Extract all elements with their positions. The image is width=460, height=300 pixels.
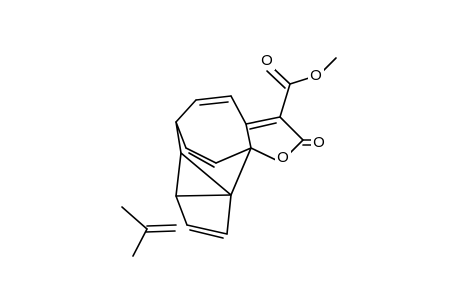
atom-methoxy-o: O	[310, 67, 322, 84]
bond-c3-c3a-double-a	[245, 116, 281, 125]
bond-diene-double-a	[195, 95, 232, 101]
bond-c3-c3a-double-b	[249, 122, 277, 130]
bond-bridgehead-down	[175, 121, 182, 154]
bond-bridge-alkene-spiro	[215, 147, 252, 164]
bond-cp-double-b	[189, 229, 224, 239]
bond-exocyclic-double-a	[146, 224, 177, 227]
bond-cp-top-right	[175, 194, 232, 197]
bond-diene-bridgehead	[175, 99, 197, 123]
label-bg-methoxy-o	[308, 66, 324, 85]
bond-bridge-alkene-double-a	[185, 147, 217, 164]
bond-bridgehead-alkene	[175, 121, 187, 149]
bond-c2-ring-o	[289, 139, 304, 154]
bond-cp-double-a	[186, 224, 228, 235]
bonds-group	[121, 57, 337, 257]
atom-lactone-carbonyl-o: O	[313, 134, 325, 151]
bond-diene-double-b	[199, 101, 229, 106]
bond-cp-left-top	[175, 195, 188, 226]
atom-labels: O O O O	[259, 51, 327, 167]
label-bg-ring-o	[275, 148, 291, 167]
bond-ester-c-o-double-b	[266, 70, 286, 89]
bond-bridge-left	[175, 152, 182, 197]
label-bg-ester-carbonyl-o	[259, 51, 275, 70]
bond-bridge-right	[180, 152, 232, 196]
bond-spiro-junction	[230, 147, 252, 196]
bond-exocyclic-double-b	[145, 230, 176, 233]
bond-ester-c-o-single	[289, 77, 310, 85]
bond-ring-c-ester-c	[279, 83, 291, 118]
bond-c3a-spiro-c	[245, 123, 252, 149]
bond-ring-o-spiro-c	[250, 147, 277, 161]
atom-ring-o: O	[277, 149, 289, 166]
label-bg-lactone-carbonyl-o	[311, 133, 327, 152]
bond-c3a-diene	[230, 95, 247, 125]
atom-ester-carbonyl-o: O	[261, 52, 273, 69]
bond-bridge-alkene-double-b	[188, 152, 215, 168]
bond-isopropylidene-upper	[121, 206, 148, 230]
bond-c3-c2	[279, 116, 304, 141]
bond-isopropylidene-lower	[132, 228, 148, 257]
bond-cp-right-down	[226, 194, 232, 235]
bond-o-methyl	[322, 57, 337, 72]
